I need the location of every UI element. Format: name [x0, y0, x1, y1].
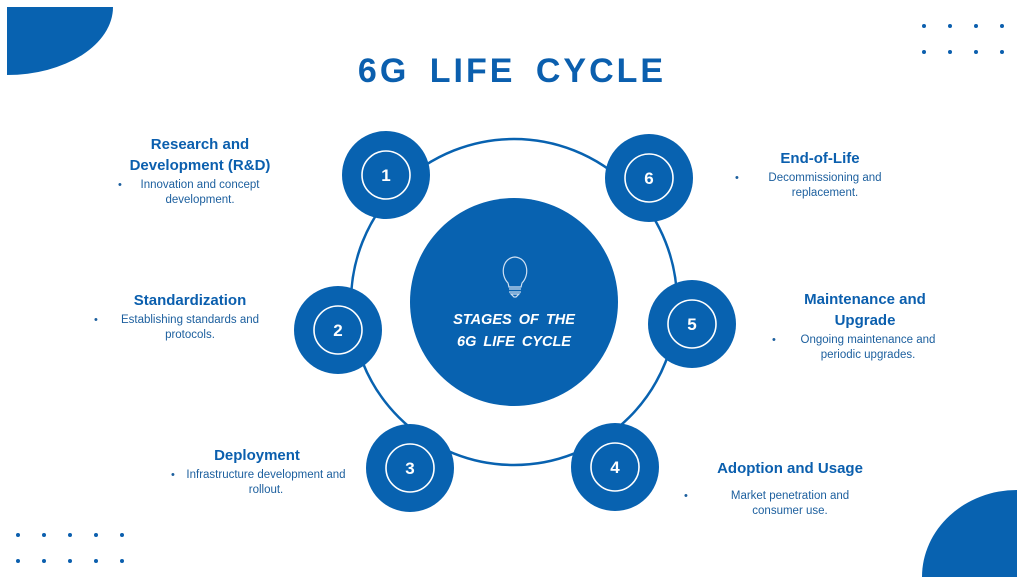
stage-node-ring [590, 442, 640, 492]
stage-description: •Infrastructure development and rollout. [171, 469, 346, 496]
stage-title: Adoption and Usage [717, 460, 863, 477]
center-circle [410, 198, 618, 406]
decorative-dot [42, 559, 46, 563]
stage-description-text: Market penetration and consumer use. [730, 490, 850, 517]
center-label: STAGES OF THE 6G LIFE CYCLE [414, 309, 614, 353]
stage-description: •Market penetration and consumer use. [684, 489, 880, 519]
stage-node-6: 6 [605, 134, 693, 222]
decorative-dot [974, 50, 978, 54]
stage-2-text: Standardization •Establishing standards … [94, 290, 280, 343]
decorative-dot [68, 559, 72, 563]
decorative-dot [16, 533, 20, 537]
stage-node-circle [294, 286, 382, 374]
stage-description: •Decommissioning and replacement. [735, 171, 895, 201]
center-label-line2: 6G LIFE CYCLE [457, 334, 571, 350]
decorative-dot [42, 533, 46, 537]
decorative-dot [94, 533, 98, 537]
stage-node-ring [313, 305, 363, 355]
stage-description-text: Establishing standards and protocols. [120, 314, 260, 341]
stage-description-text: Ongoing maintenance and periodic upgrade… [800, 334, 936, 361]
stage-node-ring [361, 150, 411, 200]
stage-node-circle [648, 280, 736, 368]
decorative-dot [1000, 24, 1004, 28]
decorative-dot [120, 533, 124, 537]
stage-number: 5 [687, 315, 696, 334]
stage-node-2: 2 [294, 286, 382, 374]
stage-number: 2 [333, 321, 342, 340]
stage-5-text: Maintenance and Upgrade •Ongoing mainten… [772, 289, 950, 363]
decorative-dot [974, 24, 978, 28]
stage-description: •Ongoing maintenance and periodic upgrad… [772, 333, 950, 363]
stage-node-circle [571, 423, 659, 511]
decorative-dot [120, 559, 124, 563]
stage-number: 4 [610, 458, 620, 477]
stage-title: End-of-Life [780, 150, 860, 167]
page-title: 6G LIFE CYCLE [357, 52, 667, 90]
stage-node-ring [624, 153, 674, 203]
stage-node-3: 3 [366, 424, 454, 512]
stage-node-ring [667, 299, 717, 349]
stage-description-text: Innovation and concept development. [140, 179, 260, 206]
stage-title: Research and Development (R&D) [129, 136, 271, 174]
decorative-dot [922, 24, 926, 28]
stage-title: Maintenance and Upgrade [804, 291, 926, 329]
stage-3-text: Deployment •Infrastructure development a… [167, 445, 347, 498]
decorative-dot [94, 559, 98, 563]
stage-number: 1 [381, 166, 390, 185]
stage-node-4: 4 [571, 423, 659, 511]
stage-title: Deployment [214, 447, 300, 464]
stage-node-circle [605, 134, 693, 222]
dot-grid-top-right [922, 24, 1024, 54]
stage-number: 6 [644, 169, 653, 188]
stage-title: Standardization [133, 292, 247, 309]
stage-node-ring [385, 443, 435, 493]
stage-1-text: Research and Development (R&D) •Innovati… [110, 134, 290, 208]
stage-node-circle [366, 424, 454, 512]
decorative-dot [68, 533, 72, 537]
stage-description: •Innovation and concept development. [110, 178, 290, 208]
stage-node-5: 5 [648, 280, 736, 368]
stage-node-1: 1 [342, 131, 430, 219]
stage-description-text: Infrastructure development and rollout. [186, 469, 346, 496]
decorative-dot [948, 24, 952, 28]
lightbulb-icon [502, 256, 528, 298]
decorative-dot [922, 50, 926, 54]
center-label-line1: STAGES OF THE [453, 312, 575, 328]
dot-grid-bottom-left [16, 533, 146, 563]
stage-node-circle [342, 131, 430, 219]
stage-description-text: Decommissioning and replacement. [768, 172, 882, 199]
stage-6-text: End-of-Life •Decommissioning and replace… [735, 148, 895, 201]
stage-4-text: Adoption and Usage •Market penetration a… [684, 458, 880, 519]
stage-number: 3 [405, 459, 414, 478]
decorative-dot [948, 50, 952, 54]
decorative-dot [1000, 50, 1004, 54]
stage-description: •Establishing standards and protocols. [94, 313, 280, 343]
decorative-dot [16, 559, 20, 563]
